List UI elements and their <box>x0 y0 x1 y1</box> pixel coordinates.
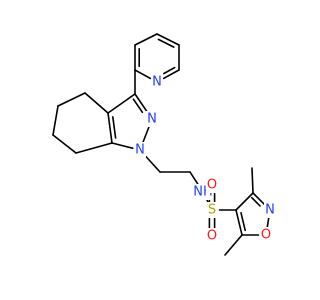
bond-i5-i4 <box>235 209 243 236</box>
bond-ch2-NH_sulf <box>189 171 200 187</box>
bond-N_isox-O_isox <box>266 216 270 229</box>
bond-c6-c7 <box>52 134 77 154</box>
bond-i5-i4-inner <box>240 212 246 232</box>
atom-label-N_pyr: N <box>152 75 162 90</box>
atom-bg-N1_ind <box>134 142 146 158</box>
atom-label-N_isox: N <box>265 203 275 218</box>
atom-label-S_sulf: S <box>208 203 216 218</box>
bond-i4-i3 <box>235 192 254 211</box>
atom-bg-N2_ind <box>146 111 158 127</box>
bond-C3-N2_ind <box>134 93 149 114</box>
atom-label-N2_ind: N <box>147 112 157 127</box>
bond-C3a-C3 <box>107 93 136 114</box>
atom-bg-O_sulf_top <box>206 177 218 193</box>
bond-N2_ind-N1_ind <box>141 125 151 144</box>
bond-C3a-c4 <box>84 92 109 114</box>
bond-i5-me5 <box>224 234 243 256</box>
atom-label-O_sulf_bottom: O <box>207 229 217 244</box>
bond-C7a-C3a-inner <box>112 116 117 139</box>
bonds-layer <box>52 33 270 256</box>
bond-i3-N_isox-inner <box>251 196 261 207</box>
bond-c7-C7a <box>75 142 113 154</box>
bond-N1_ind-ch1 <box>144 154 161 173</box>
atom-label-N1_ind: N <box>135 143 145 158</box>
bond-c4-c5 <box>57 92 86 107</box>
bond-p4-N_pyr <box>162 69 180 80</box>
bond-p2-p3-inner <box>157 38 175 48</box>
atom-label-O_isox: O <box>261 228 271 243</box>
bond-p4-N_pyr-inner <box>163 66 176 75</box>
bond-C7a-C3a <box>107 112 113 144</box>
atom-label-O_sulf_top: O <box>207 178 217 193</box>
bond-N1_ind-C7a <box>111 142 134 149</box>
bond-i3-me3 <box>251 167 254 194</box>
bond-c5-c6 <box>52 105 59 136</box>
atom-bg-S_sulf <box>206 202 218 218</box>
bond-p2-p3 <box>156 33 180 46</box>
bond-C3-N2_ind-inner <box>132 98 144 114</box>
bond-i3-N_isox <box>252 192 266 206</box>
atom-bg-N_pyr <box>151 74 163 90</box>
bond-p1-p2 <box>134 33 158 46</box>
atom-bg-N_isox <box>264 202 276 218</box>
bond-N_pyr-p6 <box>134 69 152 80</box>
atom-bg-O_isox <box>260 227 272 243</box>
atom-bg-O_sulf_bottom <box>206 228 218 244</box>
